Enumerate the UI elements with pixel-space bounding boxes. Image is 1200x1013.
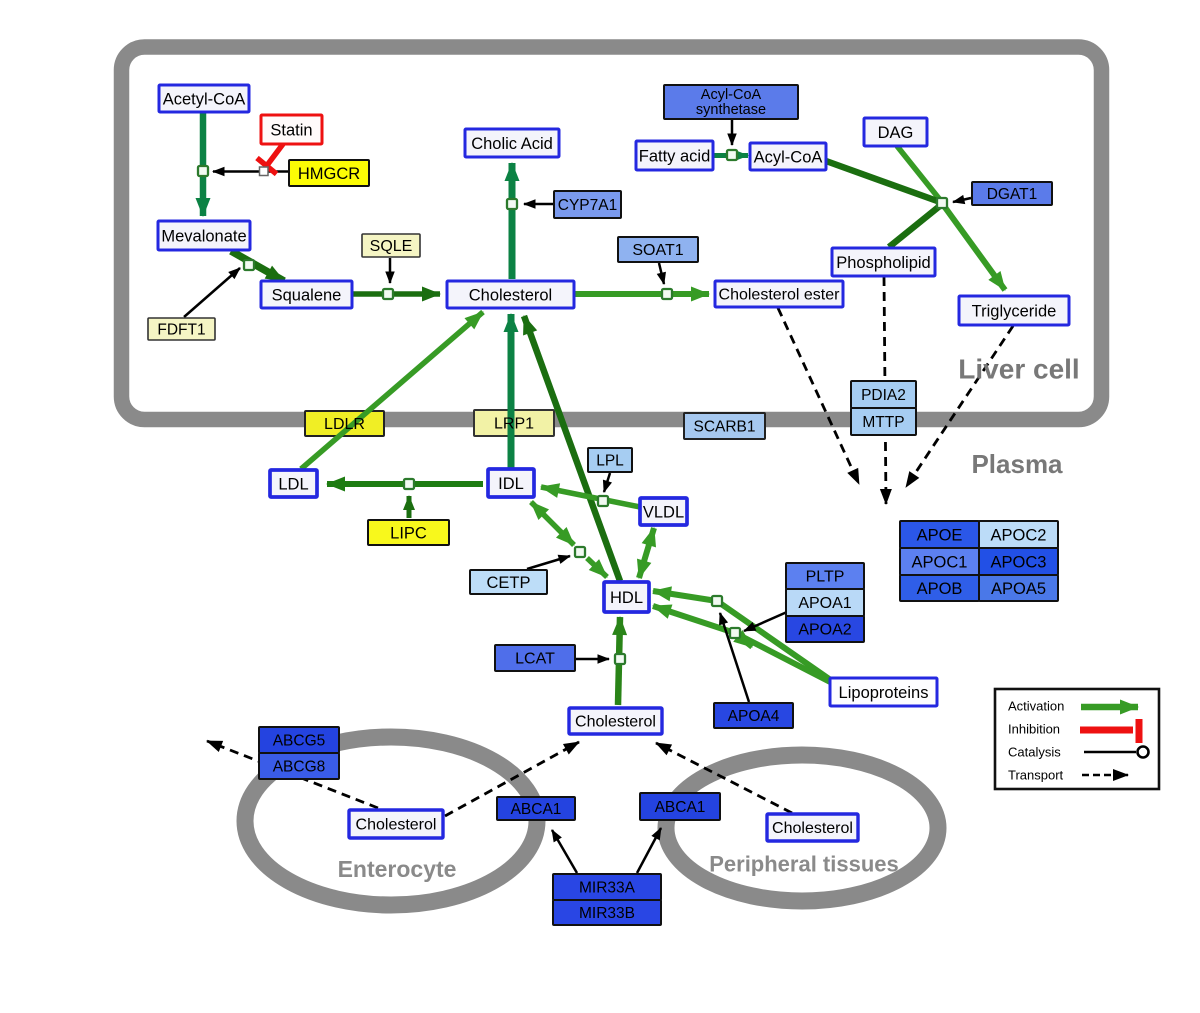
svg-text:LDLR: LDLR	[324, 416, 365, 433]
svg-text:Peripheral tissues: Peripheral tissues	[709, 852, 899, 877]
svg-text:LPL: LPL	[596, 453, 624, 470]
svg-text:Statin: Statin	[270, 122, 312, 140]
svg-text:Cholesterol ester: Cholesterol ester	[719, 287, 841, 304]
svg-text:MIR33B: MIR33B	[579, 905, 635, 922]
svg-text:CYP7A1: CYP7A1	[558, 197, 617, 214]
svg-text:APOA2: APOA2	[798, 622, 851, 639]
svg-text:Phospholipid: Phospholipid	[836, 254, 931, 272]
svg-text:Catalysis: Catalysis	[1008, 745, 1061, 760]
svg-text:FDFT1: FDFT1	[157, 322, 205, 339]
svg-text:Acetyl-CoA: Acetyl-CoA	[163, 91, 246, 109]
svg-text:IDL: IDL	[498, 475, 524, 493]
svg-text:HMGCR: HMGCR	[298, 165, 360, 183]
svg-text:VLDL: VLDL	[643, 504, 684, 522]
svg-text:DGAT1: DGAT1	[987, 186, 1038, 203]
svg-text:APOC1: APOC1	[912, 554, 968, 572]
svg-text:Acyl-CoA: Acyl-CoA	[754, 149, 823, 167]
svg-text:Fatty acid: Fatty acid	[639, 148, 711, 166]
svg-text:APOC3: APOC3	[991, 554, 1047, 572]
svg-text:SCARB1: SCARB1	[693, 419, 755, 436]
svg-text:PDIA2: PDIA2	[861, 387, 906, 404]
svg-text:Enterocyte: Enterocyte	[338, 856, 457, 882]
svg-text:synthetase: synthetase	[696, 102, 766, 118]
svg-text:PLTP: PLTP	[806, 569, 845, 586]
svg-text:APOB: APOB	[917, 580, 963, 598]
svg-text:Cholesterol: Cholesterol	[772, 820, 853, 837]
svg-text:DAG: DAG	[878, 124, 914, 142]
svg-text:Cholesterol: Cholesterol	[575, 714, 656, 731]
svg-text:ABCG5: ABCG5	[273, 733, 326, 750]
svg-text:APOE: APOE	[917, 527, 963, 545]
svg-text:Inhibition: Inhibition	[1008, 722, 1060, 737]
svg-text:Plasma: Plasma	[971, 449, 1063, 479]
svg-text:LRP1: LRP1	[494, 416, 534, 433]
svg-text:LDL: LDL	[278, 476, 308, 494]
svg-text:APOA5: APOA5	[991, 580, 1046, 598]
svg-text:Activation: Activation	[1008, 699, 1064, 714]
svg-text:MIR33A: MIR33A	[579, 880, 636, 897]
svg-text:APOA1: APOA1	[798, 595, 851, 612]
svg-text:APOA4: APOA4	[728, 708, 780, 725]
svg-text:SOAT1: SOAT1	[632, 242, 683, 259]
svg-text:Cholesterol: Cholesterol	[356, 817, 437, 834]
svg-text:Lipoproteins: Lipoproteins	[839, 684, 929, 702]
svg-text:ABCA1: ABCA1	[511, 801, 562, 818]
svg-text:LCAT: LCAT	[515, 651, 555, 668]
svg-text:Acyl-CoA: Acyl-CoA	[701, 87, 762, 103]
svg-text:ABCG8: ABCG8	[273, 759, 326, 776]
svg-text:CETP: CETP	[486, 574, 530, 592]
svg-text:Cholesterol: Cholesterol	[469, 287, 552, 305]
svg-text:Mevalonate: Mevalonate	[161, 228, 246, 246]
svg-text:Cholic Acid: Cholic Acid	[471, 135, 553, 153]
svg-text:APOC2: APOC2	[991, 527, 1047, 545]
svg-text:Squalene: Squalene	[272, 287, 342, 305]
svg-text:Triglyceride: Triglyceride	[972, 303, 1057, 321]
svg-text:Transport: Transport	[1008, 768, 1064, 783]
svg-text:Liver cell: Liver cell	[958, 354, 1079, 385]
svg-text:MTTP: MTTP	[862, 414, 904, 431]
svg-text:LIPC: LIPC	[390, 525, 427, 543]
svg-text:SQLE: SQLE	[370, 238, 413, 255]
svg-text:ABCA1: ABCA1	[655, 799, 706, 816]
svg-text:HDL: HDL	[610, 589, 643, 607]
